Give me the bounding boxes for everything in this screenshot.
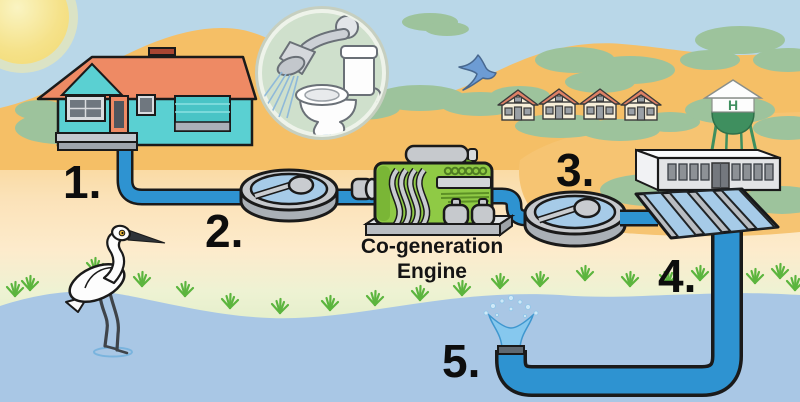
egret (65, 224, 166, 358)
house-window-left (65, 95, 106, 122)
treatment-building (635, 148, 782, 192)
discharge-pipe (495, 228, 743, 397)
muffler (404, 144, 470, 165)
clarifier-tank-2 (523, 190, 627, 248)
clarifier-tank-1 (239, 168, 339, 223)
house (36, 47, 258, 151)
sun-icon (0, 0, 78, 73)
shower-icon (260, 15, 359, 119)
engine-coils (443, 166, 488, 176)
building-windows (667, 163, 774, 181)
toilet-icon (295, 45, 384, 135)
engine-hoses (388, 167, 431, 229)
garage-door (174, 95, 231, 132)
shower-and-toilet-inset (255, 6, 389, 140)
engine-caption-line1: Co-generation (361, 235, 503, 258)
step-4-label: 4. (658, 250, 696, 302)
engine-caption-line2: Engine (397, 260, 467, 283)
porch (55, 132, 138, 143)
engine-caption: Co-generation Engine (361, 235, 503, 283)
water-tower-letter: H (728, 97, 738, 113)
outfall-fountain (483, 295, 539, 355)
house-door (109, 95, 129, 134)
step-2-label: 2. (205, 205, 243, 257)
pipe-opening (497, 345, 525, 355)
step-1-label: 1. (63, 156, 101, 208)
bird-icon (458, 54, 497, 91)
pipe-engine-to-clarifier2 (486, 187, 545, 227)
co-generation-engine (350, 144, 516, 237)
step-5-label: 5. (442, 335, 480, 387)
step-3-label: 3. (556, 144, 594, 196)
filter-bed (634, 187, 780, 240)
water-tower: H (702, 79, 764, 157)
house-window-small (136, 94, 156, 116)
